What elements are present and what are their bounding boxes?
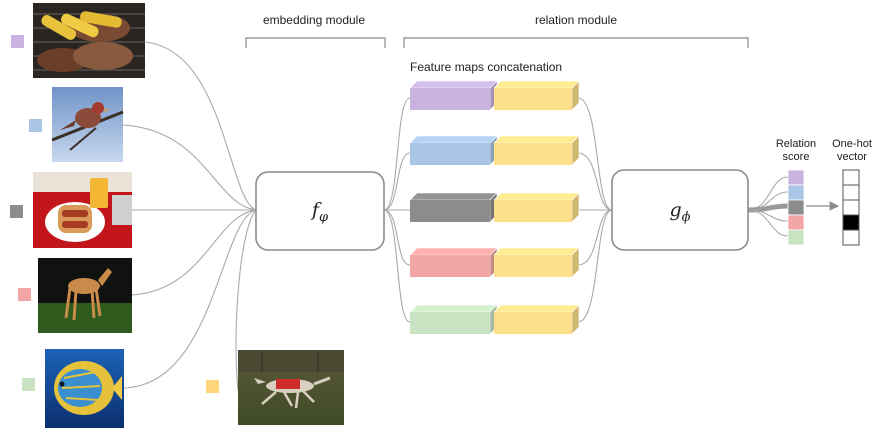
image-grilled-food (33, 3, 145, 78)
feature-concat-heading: Feature maps concatenation (410, 60, 562, 74)
embedding-module-bracket (245, 37, 386, 48)
embedding-module-box (255, 171, 385, 251)
score-cell-fish (787, 229, 805, 246)
relation-score-label-line2: score (783, 151, 810, 163)
onehot-label-line1: One-hot (832, 138, 872, 150)
relation-score-column (787, 169, 805, 246)
feature-map-query-3 (493, 247, 580, 278)
feature-map-query-4 (493, 304, 580, 335)
relation-module-heading: relation module (535, 13, 617, 27)
color-swatch-fish (22, 378, 35, 391)
embedding-function-label: fφ (310, 199, 329, 225)
image-fish (45, 349, 124, 428)
feature-map-query-0 (493, 80, 580, 111)
color-swatch-bird (29, 119, 42, 132)
relation-module-box (611, 169, 749, 251)
onehot-cell-4 (842, 229, 860, 246)
relation-score-label-line1: Relation (776, 138, 816, 150)
feature-map-pairs (409, 80, 580, 335)
onehot-vector-column (842, 169, 860, 246)
feature-map-bird (409, 135, 498, 166)
score-cell-grilled-food (787, 169, 805, 186)
embedding-connectors (383, 97, 411, 323)
image-hotdog (33, 172, 132, 248)
score-connectors (747, 176, 789, 237)
onehot-cell-2 (842, 199, 860, 216)
image-bird (51, 87, 124, 162)
image-dog (38, 258, 132, 333)
onehot-cell-0 (842, 169, 860, 186)
score-cell-bird (787, 184, 805, 201)
onehot-label-line2: vector (837, 151, 867, 163)
embedding-module-heading: embedding module (263, 13, 365, 27)
feature-map-fish (409, 304, 498, 335)
score-cell-dog (787, 214, 805, 231)
feature-map-grilled-food (409, 80, 498, 111)
input-connectors (122, 41, 257, 391)
score-cell-hotdog (787, 199, 805, 216)
color-swatch-dog (18, 288, 31, 301)
relation-module-bracket (403, 37, 749, 48)
color-swatch-query (206, 380, 219, 393)
feature-map-query-1 (493, 135, 580, 166)
onehot-cell-1 (842, 184, 860, 201)
feature-map-dog (409, 247, 498, 278)
relation-function-label: gϕ (669, 199, 690, 225)
color-swatch-grilled-food (11, 35, 24, 48)
feature-map-query-2 (493, 192, 580, 223)
color-swatch-hotdog (10, 205, 23, 218)
relation-connectors (577, 97, 613, 323)
image-query-dog (238, 350, 344, 425)
onehot-cell-3 (842, 214, 860, 231)
feature-map-hotdog (409, 192, 498, 223)
